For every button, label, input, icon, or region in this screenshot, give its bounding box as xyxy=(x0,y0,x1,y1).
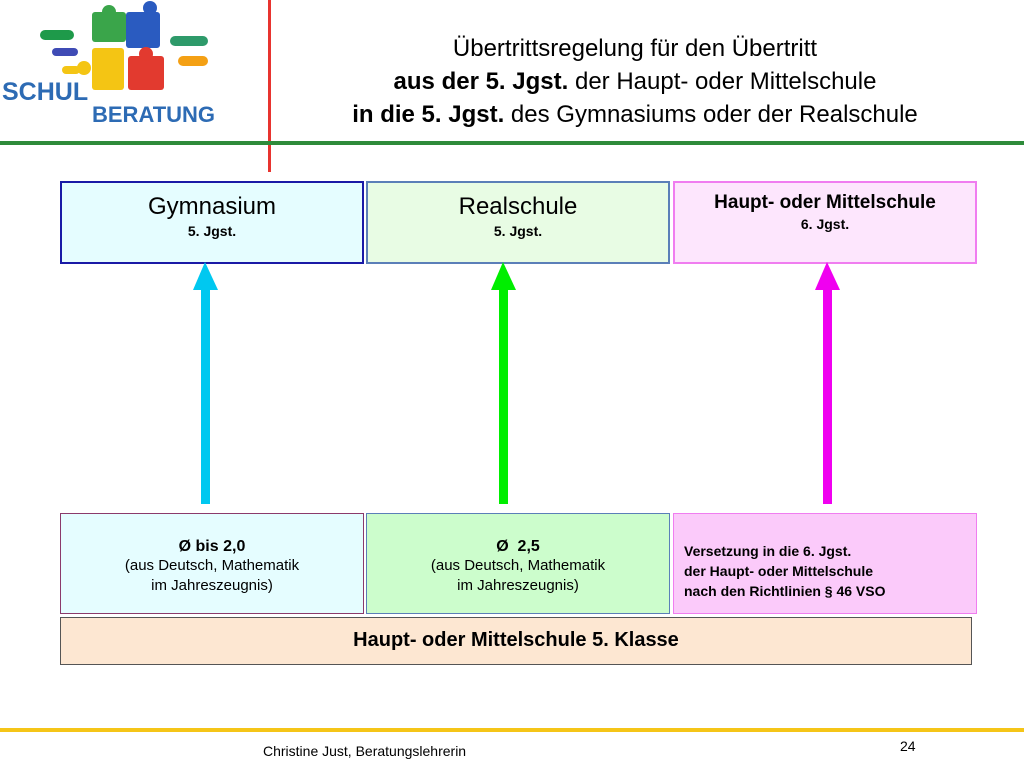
requirement-line: Versetzung in die 6. Jgst. xyxy=(684,543,852,559)
title-line-2-rest: der Haupt- oder Mittelschule xyxy=(568,68,877,95)
requirement-subjects: (aus Deutsch, Mathematik xyxy=(430,557,606,574)
title-line-2-bold: aus der 5. Jgst. xyxy=(393,68,569,95)
requirement-grade: Ø bis 2,0 xyxy=(178,538,246,555)
logo-text-schul: SCHUL xyxy=(2,78,88,106)
target-box-realschule: Realschule 5. Jgst. xyxy=(366,181,670,264)
origin-box-mittelschule-5: Haupt- oder Mittelschule 5. Klasse xyxy=(60,617,972,665)
target-grade: 6. Jgst. xyxy=(800,216,850,232)
requirement-grade: Ø 2,5 xyxy=(496,538,540,555)
requirement-box-gymnasium: Ø bis 2,0 (aus Deutsch, Mathematik im Ja… xyxy=(60,513,364,614)
arrow-up-gymnasium xyxy=(193,262,218,504)
arrow-up-mittelschule xyxy=(815,262,840,504)
footer-author: Christine Just, Beratungslehrerin xyxy=(263,743,467,759)
title-line-3-rest: des Gymnasiums oder der Realschule xyxy=(504,101,918,128)
requirement-source: im Jahreszeugnis) xyxy=(151,577,273,594)
target-box-gymnasium: Gymnasium 5. Jgst. xyxy=(60,181,364,264)
page-number: 24 xyxy=(900,738,916,754)
target-grade: 5. Jgst. xyxy=(493,223,543,239)
puzzle-pieces-icon xyxy=(40,1,208,90)
title-line-3-bold: in die 5. Jgst. xyxy=(352,101,505,128)
requirement-subjects: (aus Deutsch, Mathematik xyxy=(124,557,300,574)
target-title: Gymnasium xyxy=(147,193,277,220)
requirement-source: im Jahreszeugnis) xyxy=(457,577,579,594)
footer-divider xyxy=(0,728,1024,732)
requirement-box-mittelschule: Versetzung in die 6. Jgst. der Haupt- od… xyxy=(673,513,977,614)
title-line-2: aus der 5. Jgst. der Haupt- oder Mittels… xyxy=(285,65,985,98)
header-divider-horizontal xyxy=(0,141,1024,145)
requirement-line: nach den Richtlinien § 46 VSO xyxy=(684,583,886,599)
target-box-mittelschule: Haupt- oder Mittelschule 6. Jgst. xyxy=(673,181,977,264)
target-title: Haupt- oder Mittelschule xyxy=(714,192,936,213)
header-divider-vertical xyxy=(268,0,271,172)
slide-title: Übertrittsregelung für den Übertritt aus… xyxy=(285,32,985,131)
title-line-1: Übertrittsregelung für den Übertritt xyxy=(452,35,818,62)
target-title: Realschule xyxy=(458,193,578,220)
requirement-line: der Haupt- oder Mittelschule xyxy=(684,563,874,579)
arrow-up-realschule xyxy=(491,262,516,504)
target-grade: 5. Jgst. xyxy=(187,223,237,239)
logo-text-beratung: BERATUNG xyxy=(92,102,215,127)
requirement-text: Versetzung in die 6. Jgst. der Haupt- od… xyxy=(674,514,976,601)
requirement-box-realschule: Ø 2,5 (aus Deutsch, Mathematik im Jahres… xyxy=(366,513,670,614)
schulberatung-logo: SCHUL BERATUNG xyxy=(2,1,215,127)
title-line-3: in die 5. Jgst. des Gymnasiums oder der … xyxy=(285,98,985,131)
